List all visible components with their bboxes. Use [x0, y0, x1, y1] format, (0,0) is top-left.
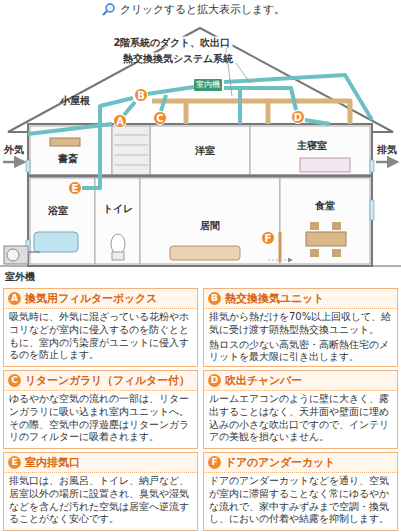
page-title: クリックすると拡大表示します。 [120, 2, 285, 17]
system-label: 熱交換換気システム系統 [121, 53, 235, 64]
heat-exchange-duct [28, 75, 372, 188]
description-box: C リターンガラリ（フィルター付） ゆるやかな空気の流れの一部は、リターンガラリに吸… [3, 370, 198, 449]
box-header: C リターンガラリ（フィルター付） [4, 371, 197, 391]
callout-letter: A [8, 292, 21, 305]
callout-circle: C [153, 111, 167, 125]
callout-circle: B [134, 88, 148, 102]
indoor-unit-tag: 室内機 [194, 79, 222, 91]
description-box: F ドアのアンダーカットドアのアンダーカットなどを通り、空気が室内に滞留することな… [203, 452, 398, 531]
description-box: B 熱交換換気ユニット排気から熱だけを70%以上回収して、給気に受け渡す顕熱型熱交… [203, 288, 398, 367]
windows [26, 160, 374, 254]
callout-letter: D [208, 374, 221, 387]
box-title: リターンガラリ（フィルター付） [25, 373, 190, 388]
part-label: 小屋根 [60, 95, 90, 106]
undercut-flow [268, 260, 292, 261]
system-label: 2階系統のダクト、吹出口 [112, 37, 233, 48]
floor2-duct [152, 101, 350, 124]
callout-letter: E [8, 456, 21, 469]
box-title: 室内排気口 [25, 455, 80, 470]
unit-name: 室内機 [196, 80, 220, 89]
box-body: 排気口は、お風呂、トイレ、納戸など、居室以外の場所に設置され、臭気や湿気などを含… [4, 473, 197, 526]
callout-letter: D [294, 112, 302, 123]
magnifier-icon [103, 4, 114, 15]
callout-letter: F [265, 233, 272, 244]
room-label: トイレ [103, 203, 133, 214]
box-body: 排気から熱だけを70%以上回収して、給気に受け渡す顕熱型熱交換ユニット。 [204, 309, 397, 337]
box-title: ドアのアンダーカット [225, 455, 335, 470]
callout-letter: A [116, 116, 124, 127]
box-header: A 換気用フィルターボックス [4, 289, 197, 309]
sofa [170, 246, 240, 260]
door [279, 232, 282, 262]
description-box: D 吹出チャンバールームエアコンのように壁に大きく、露出することはなく、天井面や壁… [203, 370, 398, 449]
callout-letter: B [208, 292, 221, 305]
description-box: E 室内排気口排気口は、お風呂、トイレ、納戸など、居室以外の場所に設置され、臭気や… [3, 452, 198, 531]
roof [8, 28, 393, 132]
equipment-label: 室外機 [5, 271, 35, 282]
part-label: 外気 [4, 144, 24, 155]
box-title: 熱交換換気ユニット [225, 291, 324, 306]
callout-letter: B [137, 90, 145, 101]
room-label: 居間 [200, 220, 220, 231]
callout-letter: C [156, 113, 163, 124]
stair-hall [112, 126, 150, 175]
description-box: A 換気用フィルターボックス吸気時に、外気に混ざっている花粉やホコリなどが室内に侵… [3, 288, 198, 367]
box-header: B 熱交換換気ユニット [204, 289, 397, 309]
exhaust-arrow [376, 161, 397, 164]
room-label: 主寝室 [297, 140, 327, 151]
house-wall [28, 124, 372, 266]
toilet-tank [112, 252, 124, 260]
toilet [111, 234, 125, 254]
desk [50, 138, 80, 146]
dining-room [280, 178, 370, 264]
box-body: ゆるやかな空気の流れの一部は、リターンガラリに吸い込まれ室内ユニットへ。その際、… [4, 391, 197, 444]
box-body: ドアのアンダーカットなどを通り、空気が室内に滞留することなく常にゆるやかな流れで… [204, 473, 397, 526]
toilet-room [95, 178, 140, 264]
dining-table [306, 232, 346, 246]
room-label: 書斎 [58, 153, 78, 164]
box-header: E 室内排気口 [4, 453, 197, 473]
callout-letter: E [72, 183, 79, 194]
intake-arrow [3, 161, 24, 164]
part-label: 排気 [377, 144, 397, 155]
outdoor-unit [4, 246, 40, 264]
bed [300, 158, 350, 172]
bathtub [34, 232, 78, 252]
box-body: 吸気時に、外気に混ざっている花粉やホコリなどが室内に侵入するのを防ぐとともに、室… [4, 309, 197, 362]
box-body: 熱ロスの少ない高気密・高断熱住宅のメリットを最大限に引き出します。 [204, 337, 397, 365]
callout-circle: F [261, 231, 275, 245]
chairs [310, 222, 341, 257]
box-title: 吹出チャンバー [225, 373, 302, 388]
box-header: D 吹出チャンバー [204, 371, 397, 391]
room-label: 洋室 [195, 145, 215, 156]
callout-circle: E [68, 181, 82, 195]
leader-line [236, 63, 250, 83]
callout-circle: D [291, 110, 305, 124]
living-room [140, 178, 280, 264]
box-header: F ドアのアンダーカット [204, 453, 397, 473]
callout-letter: F [208, 456, 221, 469]
master-bedroom [250, 126, 370, 175]
callout-circle: A [113, 114, 127, 128]
room-label: 食堂 [315, 200, 335, 211]
box-title: 換気用フィルターボックス [25, 291, 157, 306]
floor-slab [28, 175, 372, 178]
western-room [150, 126, 250, 175]
callout-letter: C [8, 374, 21, 387]
box-body: ルームエアコンのように壁に大きく、露出することはなく、天井面や壁面に埋め込みの小… [204, 391, 397, 444]
stairs [114, 135, 148, 165]
bathroom [30, 178, 95, 264]
room-label: 浴室 [48, 205, 68, 216]
